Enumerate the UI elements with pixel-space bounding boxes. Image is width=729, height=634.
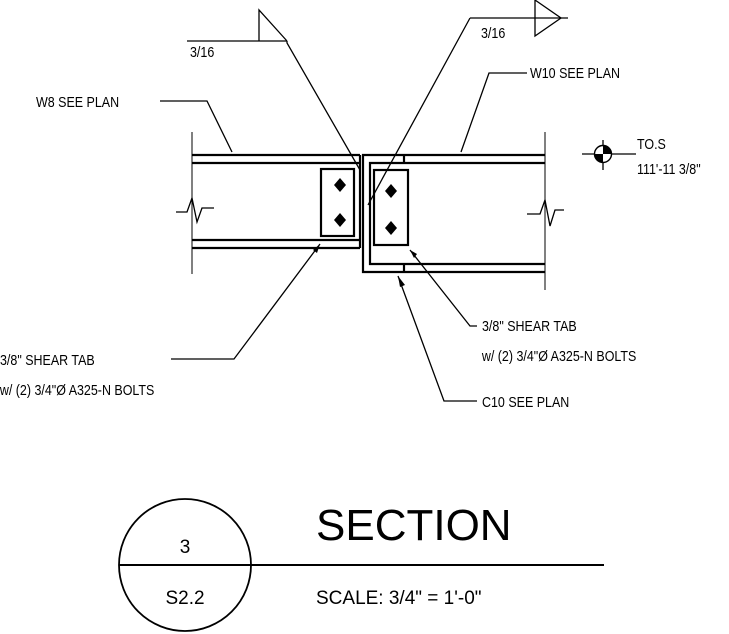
weld-size-right: 3/16 <box>481 25 505 41</box>
w10-beam <box>402 132 564 290</box>
left-shear-tab-line2: w/ (2) 3/4"Ø A325-N BOLTS <box>0 382 154 398</box>
bolt-icon <box>385 184 397 198</box>
arrowhead-icon <box>410 250 417 258</box>
tos-label: TO.S <box>637 136 666 152</box>
left-shear-tab-line1: 3/8" SHEAR TAB <box>0 352 95 368</box>
section-title-block: 3 S2.2 SECTION SCALE: 3/4" = 1'-0" <box>118 498 604 632</box>
bolt-icon <box>334 178 346 192</box>
arrowhead-icon <box>398 276 405 287</box>
w8-leader: W8 SEE PLAN <box>36 94 233 153</box>
section-title: SECTION <box>316 501 512 550</box>
left-shear-tab-leader: 3/8" SHEAR TAB w/ (2) 3/4"Ø A325-N BOLTS <box>0 243 321 398</box>
w10-label: W10 SEE PLAN <box>530 65 620 81</box>
tos-elevation: 111'-11 3/8" <box>637 161 701 177</box>
bolt-icon <box>385 221 397 235</box>
right-shear-tab <box>372 168 410 247</box>
bolt-icon <box>334 213 346 227</box>
c10-label: C10 SEE PLAN <box>482 394 569 410</box>
c10-channel <box>361 153 404 274</box>
sheet-number: S2.2 <box>165 588 204 609</box>
w8-beam <box>176 132 362 274</box>
detail-number: 3 <box>180 537 191 558</box>
right-shear-tab-line2: w/ (2) 3/4"Ø A325-N BOLTS <box>481 348 636 364</box>
weld-symbol-left: 3/16 <box>187 8 361 171</box>
w10-leader: W10 SEE PLAN <box>460 65 620 153</box>
arrowhead-icon <box>313 244 320 253</box>
right-shear-tab-line1: 3/8" SHEAR TAB <box>482 318 577 334</box>
left-shear-tab <box>319 167 356 238</box>
w8-label: W8 SEE PLAN <box>36 94 119 110</box>
weld-size-left: 3/16 <box>190 44 214 60</box>
top-of-steel-marker: TO.S 111'-11 3/8" <box>582 136 701 177</box>
scale-text: SCALE: 3/4" = 1'-0" <box>316 588 482 609</box>
weld-symbol-right: 3/16 <box>367 0 568 206</box>
c10-leader: C10 SEE PLAN <box>397 275 569 410</box>
right-shear-tab-leader: 3/8" SHEAR TAB w/ (2) 3/4"Ø A325-N BOLTS <box>409 249 636 364</box>
